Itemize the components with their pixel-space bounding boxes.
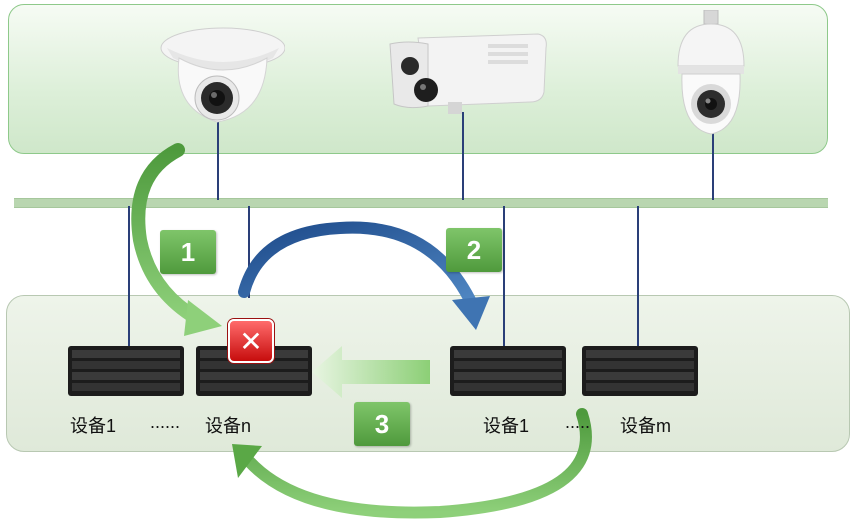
link-line	[503, 206, 505, 346]
link-line	[712, 128, 714, 200]
step-badge-3: 3	[354, 402, 410, 446]
step-number: 1	[180, 236, 196, 267]
storage-server-icon	[450, 346, 566, 396]
device-ellipsis: .....	[565, 412, 591, 432]
bullet-camera-icon	[389, 33, 547, 114]
device-label: 设备1	[483, 416, 530, 436]
step-number: 3	[374, 408, 390, 439]
ptz-camera-icon	[677, 10, 745, 135]
error-x-icon: ✕	[228, 319, 274, 363]
link-line	[248, 206, 250, 298]
link-line	[128, 206, 130, 346]
device-label: 设备n	[205, 416, 252, 436]
device-ellipsis: ......	[150, 412, 181, 432]
link-line	[462, 112, 464, 200]
link-line	[637, 206, 639, 346]
storage-server-icon	[582, 346, 698, 396]
device-label: 设备m	[620, 416, 671, 436]
step-badge-1: 1	[160, 230, 216, 274]
dome-camera-icon	[160, 27, 285, 123]
step-number: 2	[466, 234, 482, 265]
device-label: 设备1	[70, 416, 117, 436]
link-line	[217, 120, 219, 200]
network-bus	[14, 198, 828, 208]
storage-server-icon	[68, 346, 184, 396]
step-badge-2: 2	[446, 228, 502, 272]
